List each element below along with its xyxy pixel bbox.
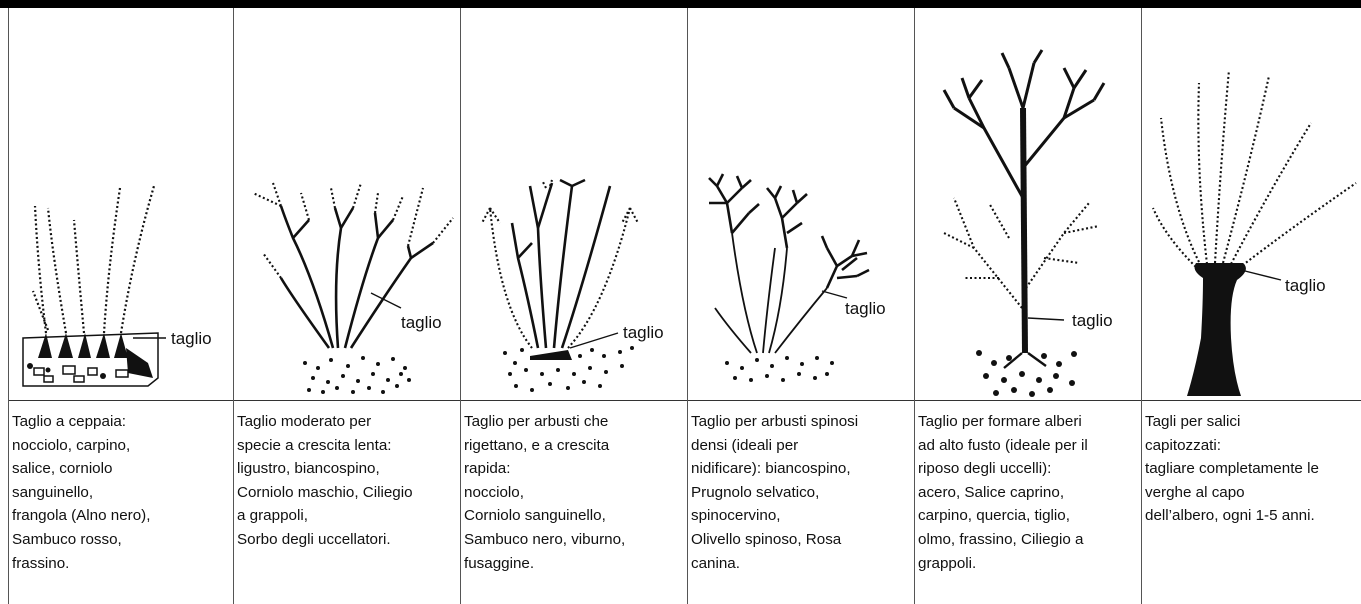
cut-label: taglio <box>845 299 886 318</box>
column-ceppaia: taglio Taglio a ceppaia: nocciolo, carpi… <box>8 8 233 604</box>
caption-alto-fusto: Taglio per formare alberi ad alto fusto … <box>918 410 1137 575</box>
caption-salici: Tagli per salici capitozzati: tagliare c… <box>1145 410 1357 528</box>
cut-label: taglio <box>623 323 664 342</box>
caption-arbusti-spinosi: Taglio per arbusti spinosi densi (ideali… <box>691 410 910 575</box>
caption-moderato: Taglio moderato per specie a crescita le… <box>237 410 456 552</box>
column-arbusti-spinosi: taglio Taglio per arbusti spinosi densi … <box>687 8 914 604</box>
column-arbusti-rigettano: taglio Taglio per arbusti che rigettano,… <box>460 8 687 604</box>
cut-label: taglio <box>1285 276 1326 295</box>
illustration-salici: taglio <box>1141 8 1361 408</box>
column-moderato: taglio Taglio moderato per specie a cres… <box>233 8 460 604</box>
caption-ceppaia: Taglio a ceppaia: nocciolo, carpino, sal… <box>12 410 229 575</box>
illustration-moderato: taglio <box>233 8 460 408</box>
illustration-ceppaia: taglio <box>8 8 233 408</box>
cut-label: taglio <box>1072 311 1113 330</box>
illustration-arbusti-rigettano: taglio <box>460 8 687 408</box>
cut-label: taglio <box>171 329 212 348</box>
column-alto-fusto: taglio Taglio per formare alberi ad alto… <box>914 8 1141 604</box>
pruning-table: taglio Taglio a ceppaia: nocciolo, carpi… <box>8 8 1361 604</box>
cut-label: taglio <box>401 313 442 332</box>
illustration-alto-fusto: taglio <box>914 8 1141 408</box>
top-rule <box>0 0 1361 8</box>
column-salici: taglio Tagli per salici capitozzati: tag… <box>1141 8 1361 604</box>
caption-arbusti-rigettano: Taglio per arbusti che rigettano, e a cr… <box>464 410 683 575</box>
illustration-arbusti-spinosi: taglio <box>687 8 914 408</box>
